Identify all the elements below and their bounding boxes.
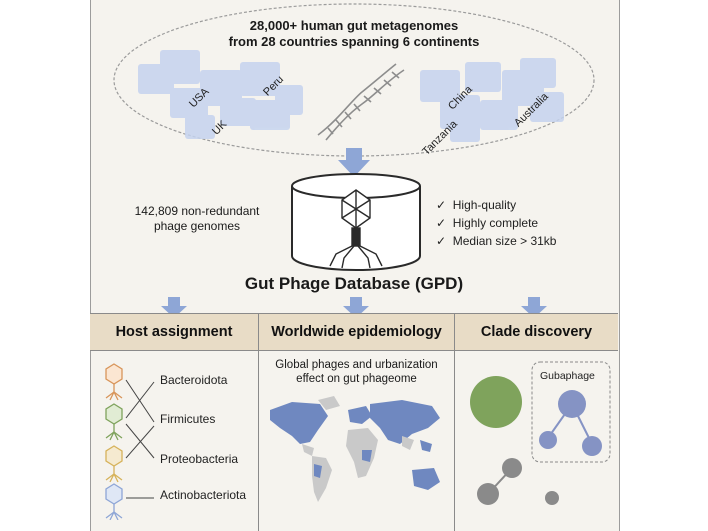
panel-divider [454, 313, 455, 531]
bacteriophage-icon [105, 483, 123, 520]
down-arrow-icon [338, 148, 370, 177]
down-arrow-icon [343, 297, 369, 318]
clade-node [477, 483, 499, 505]
bacteriophage-icon [329, 189, 383, 269]
panel-divider [258, 313, 259, 531]
metagenome-ellipse-graphic [113, 3, 595, 157]
ellipse-title-line2: from 28 countries spanning 6 continents [228, 34, 480, 49]
clade-node [582, 436, 602, 456]
gubaphage-label: Gubaphage [540, 370, 595, 382]
epidemiology-caption-line1: Global phages and urbanization [275, 359, 438, 371]
taxon-label: Proteobacteria [160, 452, 239, 466]
down-arrow-icon [521, 297, 547, 318]
epidemiology-caption: Global phages and urbanization effect on… [259, 358, 454, 386]
clade-node [502, 458, 522, 478]
taxon-label: Actinobacteriota [160, 488, 247, 502]
checklist-item-label: Highly complete [452, 216, 539, 230]
database-cylinder-graphic [291, 173, 421, 271]
checklist-item: ✓ Highly complete [436, 214, 556, 232]
genome-count-label: 142,809 non-redundant phage genomes [112, 204, 282, 234]
panel-header-clade: Clade discovery [455, 313, 618, 351]
world-map-graphic [270, 396, 440, 502]
panel-header-host: Host assignment [90, 313, 258, 351]
taxon-label: Firmicutes [160, 412, 216, 426]
check-icon: ✓ [436, 234, 453, 248]
panel-header-epidemiology: Worldwide epidemiology [259, 313, 454, 351]
taxon-label: Bacteroidota [160, 373, 228, 387]
genome-count-line2: phage genomes [153, 219, 241, 233]
checklist-item: ✓ Median size > 31kb [436, 232, 556, 250]
dna-helix-icon [317, 63, 405, 141]
quality-checklist: ✓ High-quality ✓ Highly complete ✓ Media… [436, 196, 556, 250]
check-icon: ✓ [436, 216, 453, 230]
bacteriophage-icon [105, 403, 123, 441]
checklist-item-label: High-quality [452, 198, 517, 212]
bacteriophage-icon [105, 445, 123, 483]
check-icon: ✓ [436, 198, 453, 212]
clade-node [545, 491, 559, 505]
clade-node [539, 431, 557, 449]
ellipse-title-line1: 28,000+ human gut metagenomes [249, 18, 459, 33]
genome-count-line1: 142,809 non-redundant [134, 204, 260, 218]
host-phage-icons [105, 363, 155, 520]
down-arrow-icon [161, 297, 187, 318]
clade-network-graphic [470, 361, 611, 505]
clade-node [558, 390, 586, 418]
gubaphage-inset-box [531, 361, 611, 463]
ellipse-title: 28,000+ human gut metagenomes from 28 co… [90, 18, 618, 50]
epidemiology-caption-line2: effect on gut phageome [296, 373, 417, 385]
bacteriophage-icon [105, 363, 123, 401]
checklist-item-label: Median size > 31kb [452, 234, 557, 248]
database-title: Gut Phage Database (GPD) [244, 274, 464, 293]
clade-node [470, 376, 522, 428]
checklist-item: ✓ High-quality [436, 196, 556, 214]
